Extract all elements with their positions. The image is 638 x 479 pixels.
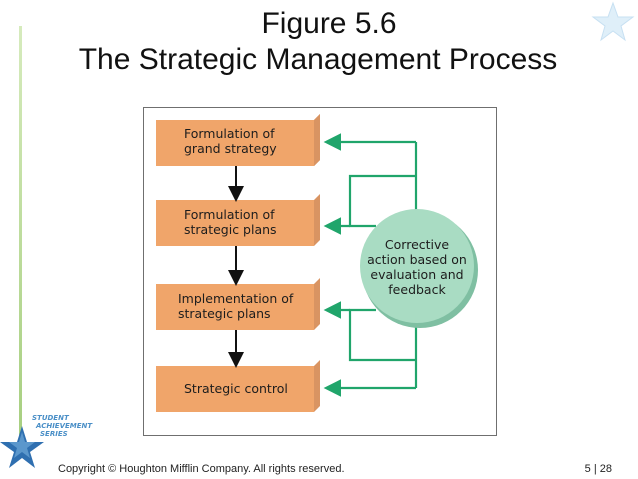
page-number: 5 | 28: [584, 463, 612, 475]
figure-number: Figure 5.6: [261, 7, 397, 40]
left-accent-rule: [19, 26, 22, 436]
feedback-line-2: action based on: [367, 252, 467, 267]
box-implementation: Implementation of strategic plans: [156, 278, 320, 330]
star-icon: [591, 1, 635, 42]
feedback-line-1: Corrective: [385, 237, 449, 252]
student-achievement-logo: STUDENT ACHIEVEMENT SERIES: [0, 414, 93, 468]
slide-title: Figure 5.6 The Strategic Management Proc…: [0, 7, 638, 77]
box-2-line-2: strategic plans: [184, 222, 277, 237]
box-1-line-2: grand strategy: [184, 141, 277, 156]
feedback-line-4: feedback: [388, 282, 446, 297]
strategic-process-diagram: Formulation of grand strategy Formulatio…: [143, 107, 497, 436]
box-strategic-control: Strategic control: [156, 360, 320, 412]
logo-line-1: STUDENT: [32, 414, 70, 422]
logo-line-2: ACHIEVEMENT: [35, 422, 93, 430]
box-3-line-2: strategic plans: [178, 306, 271, 321]
figure-title: The Strategic Management Process: [78, 43, 558, 76]
feedback-connectors: [323, 133, 418, 397]
box-grand-strategy: Formulation of grand strategy: [156, 114, 320, 166]
feedback-circle: Corrective action based on evaluation an…: [360, 209, 478, 328]
box-2-line-1: Formulation of: [184, 207, 275, 222]
box-strategic-plans: Formulation of strategic plans: [156, 194, 320, 246]
box-4-line-1: Strategic control: [184, 381, 288, 396]
box-3-line-1: Implementation of: [178, 291, 294, 306]
logo-line-3: SERIES: [40, 430, 68, 438]
box-1-line-1: Formulation of: [184, 126, 275, 141]
feedback-line-3: evaluation and: [370, 267, 463, 282]
copyright-text: Copyright © Houghton Mifflin Company. Al…: [58, 463, 345, 475]
